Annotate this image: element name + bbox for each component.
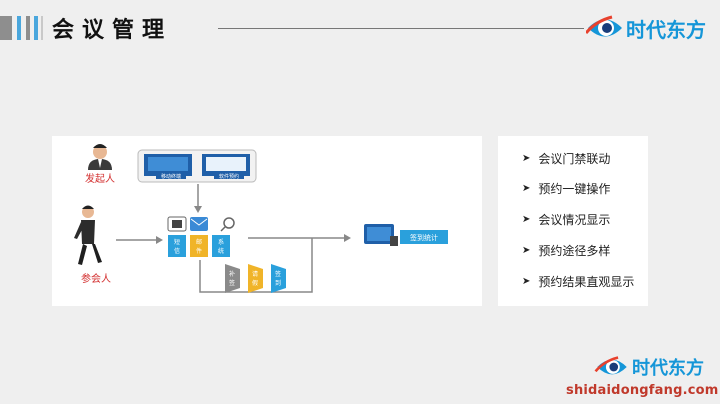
flow-arrowhead bbox=[194, 206, 202, 213]
feature-text: 会议情况显示 bbox=[538, 213, 611, 227]
check-makeup-box bbox=[225, 264, 240, 293]
company-logo: 时代东方 bbox=[586, 13, 706, 43]
notify-system-box bbox=[212, 235, 230, 257]
flow-arrowhead bbox=[344, 234, 351, 242]
arrow-bullet-icon: ➤ bbox=[522, 183, 531, 194]
header-bar bbox=[26, 16, 30, 40]
monitor-icon bbox=[364, 224, 398, 246]
notify-email-box bbox=[190, 235, 208, 257]
header-bar bbox=[41, 16, 43, 40]
notify-method-label: 系统 bbox=[218, 238, 224, 255]
watermark-text: 时代东方 bbox=[632, 358, 704, 379]
participant-person-icon bbox=[74, 205, 102, 265]
header-bar bbox=[17, 16, 21, 40]
watermark-logo: 时代东方 bbox=[594, 354, 704, 380]
meeting-flow-diagram: 发起人 移动终端 软件预约 参会人 bbox=[74, 144, 448, 293]
feature-item: ➤ 预约途径多样 bbox=[522, 242, 610, 259]
check-leave-box bbox=[248, 264, 263, 293]
check-signin-box bbox=[271, 264, 286, 293]
booking-screens bbox=[137, 149, 257, 183]
feature-text: 预约结果直观显示 bbox=[538, 275, 635, 289]
feature-text: 预约途径多样 bbox=[538, 244, 611, 258]
notify-sms-box bbox=[168, 235, 186, 257]
arrow-bullet-icon: ➤ bbox=[522, 214, 531, 225]
notify-method-label: 短信 bbox=[174, 238, 180, 255]
screen2-label: 软件预约 bbox=[219, 173, 239, 180]
watermark-url: shidaidongfang.com bbox=[566, 383, 719, 398]
flow-arrowhead bbox=[156, 236, 163, 244]
feature-item: ➤ 会议门禁联动 bbox=[522, 150, 610, 167]
features-panel bbox=[498, 136, 648, 306]
diagram-panel: 发起人 移动终端 软件预约 参会人 bbox=[52, 136, 482, 306]
arrow-bullet-icon: ➤ bbox=[522, 245, 531, 256]
feature-item: ➤ 会议情况显示 bbox=[522, 211, 610, 228]
check-flow-line bbox=[199, 238, 313, 293]
feature-text: 预约一键操作 bbox=[538, 182, 611, 196]
check-method-label: 补签 bbox=[229, 270, 235, 287]
header-bar bbox=[34, 16, 38, 40]
logo-text: 时代东方 bbox=[626, 17, 706, 42]
arrow-bullet-icon: ➤ bbox=[522, 153, 531, 164]
participant-label: 参会人 bbox=[81, 272, 111, 285]
arrow-bullet-icon: ➤ bbox=[522, 276, 531, 287]
feature-text: 会议门禁联动 bbox=[538, 152, 611, 166]
eye-logo-icon bbox=[586, 15, 622, 37]
header-bar bbox=[0, 16, 12, 40]
check-method-label: 请假 bbox=[252, 270, 258, 287]
title-divider bbox=[218, 28, 584, 29]
initiator-label: 发起人 bbox=[85, 172, 115, 185]
check-method-label: 签到 bbox=[275, 270, 281, 287]
feature-item: ➤ 预约一键操作 bbox=[522, 180, 610, 197]
page-title: 会议管理 bbox=[52, 18, 173, 43]
notification-icons bbox=[167, 216, 235, 232]
notify-method-label: 邮件 bbox=[196, 238, 202, 255]
stats-box bbox=[400, 230, 448, 244]
stats-label: 签到统计 bbox=[410, 233, 438, 242]
initiator-person-icon bbox=[88, 144, 112, 170]
eye-logo-icon bbox=[594, 356, 627, 375]
screen1-label: 移动终端 bbox=[161, 173, 181, 180]
feature-item: ➤ 预约结果直观显示 bbox=[522, 273, 634, 290]
